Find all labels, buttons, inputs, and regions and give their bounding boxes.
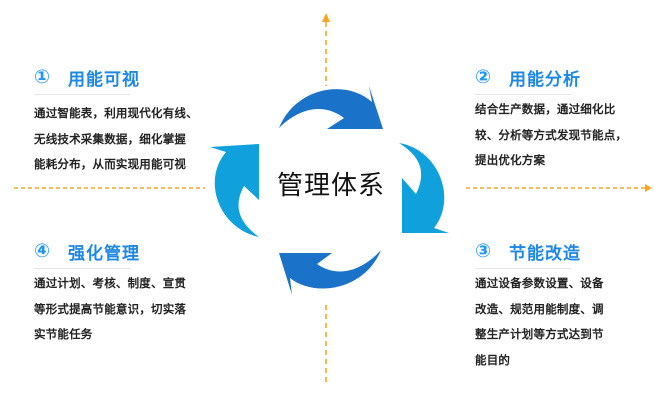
block-header: ② 用能分析	[475, 64, 650, 90]
block-title: 用能分析	[509, 69, 581, 90]
block-title: 节能改造	[509, 243, 581, 264]
divider	[475, 268, 571, 269]
desc-line: 通过设备参数设置、设备	[475, 276, 604, 290]
desc-line: 能耗分布，从而实现用能可视	[34, 157, 187, 171]
cycle-arrow-bottom-icon	[279, 250, 381, 295]
block-header: ③ 节能改造	[475, 238, 650, 264]
cycle-arrow-top-icon	[279, 86, 383, 129]
block-management: ④ 强化管理 通过计划、考核、制度、宣贯 等形式提高节能意识，切实落 实节能任务	[34, 238, 224, 348]
block-description: 通过智能表，利用现代化有线、 无线技术采集数据，细化掌握 能耗分布，从而实现用能…	[34, 101, 224, 178]
desc-line: 较、分析等方式发现节能点，	[475, 127, 628, 142]
block-retrofit: ③ 节能改造 通过设备参数设置、设备 改造、规范用能制度、调 整生产计划等方式达…	[475, 238, 650, 373]
desc-line: 通过计划、考核、制度、宣贯	[34, 276, 187, 290]
step-number: ①	[34, 66, 51, 88]
arrow-up-icon	[322, 13, 330, 22]
block-description: 通过计划、考核、制度、宣贯 等形式提高节能意识，切实落 实节能任务	[34, 271, 224, 348]
block-description: 通过设备参数设置、设备 改造、规范用能制度、调 整生产计划等方式达到节 能目的	[475, 271, 650, 373]
desc-line: 改造、规范用能制度、调	[475, 301, 604, 316]
step-number: ④	[34, 240, 51, 262]
arrow-right-icon	[645, 184, 652, 192]
block-analysis: ② 用能分析 结合生产数据，通过细化比 较、分析等方式发现节能点， 提出优化方案	[475, 64, 650, 174]
block-title: 用能可视	[68, 69, 140, 90]
block-description: 结合生产数据，通过细化比 较、分析等方式发现节能点， 提出优化方案	[475, 97, 650, 174]
step-number: ②	[475, 66, 492, 88]
block-visibility: ① 用能可视 通过智能表，利用现代化有线、 无线技术采集数据，细化掌握 能耗分布…	[34, 64, 224, 178]
divider	[475, 94, 571, 95]
cycle-arrow-right-icon	[399, 143, 449, 233]
center-label: 管理体系	[276, 171, 385, 201]
block-header: ① 用能可视	[34, 64, 224, 90]
desc-line: 无线技术采集数据，细化掌握	[34, 131, 187, 146]
desc-line: 能目的	[475, 352, 511, 367]
divider	[34, 268, 130, 269]
desc-line: 结合生产数据，通过细化比	[475, 102, 616, 116]
desc-line: 等形式提高节能意识，切实落	[34, 301, 187, 316]
desc-line: 整生产计划等方式达到节	[475, 327, 604, 341]
desc-line: 实节能任务	[34, 327, 93, 341]
desc-line: 提出优化方案	[475, 153, 546, 167]
desc-line: 通过智能表，利用现代化有线、	[34, 106, 198, 120]
block-title: 强化管理	[68, 243, 140, 264]
cycle-arrow-left-icon	[210, 144, 259, 237]
step-number: ③	[475, 240, 492, 262]
block-header: ④ 强化管理	[34, 238, 224, 264]
divider	[34, 94, 130, 95]
